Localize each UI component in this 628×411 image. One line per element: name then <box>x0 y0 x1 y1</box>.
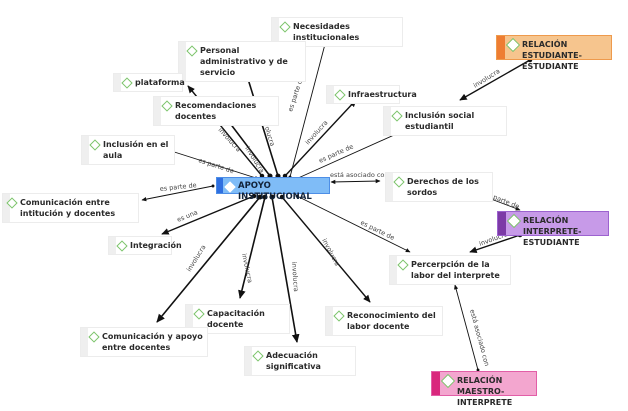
node-label: Recomendaciones docentes <box>175 101 257 121</box>
node-label: Adecuación significativa <box>266 351 321 371</box>
node-infraestructura[interactable]: Infraestructura <box>326 85 417 104</box>
edge-label: involucra <box>185 243 208 273</box>
edge-apoyo-comunicacion_doc[interactable] <box>156 194 263 323</box>
node-relacion-interprete-estudiante[interactable]: RELACIÓN INTERPRETE-ESTUDIANTE <box>497 211 609 247</box>
node-plataforma[interactable]: plataforma <box>113 73 185 92</box>
edge-rel_int_est-percepcion[interactable] <box>469 232 523 254</box>
node-label: Capacitación docente <box>207 309 265 329</box>
node-label: Comunicación entre intitución y docentes <box>20 198 116 218</box>
node-derechos-de-los-sordos[interactable]: Derechos de los sordos <box>385 172 493 202</box>
edge-label: es parte de <box>359 219 396 242</box>
node-inclusion-en-el-aula[interactable]: Inclusión en el aula <box>81 135 175 165</box>
edge-apoyo-percepcion[interactable] <box>295 194 411 253</box>
node-adecuacion-significativa[interactable]: Adecuación significativa <box>244 346 356 376</box>
edge-label: es una <box>176 208 199 224</box>
node-relacion-maestro-interprete[interactable]: RELACIÓN MAESTRO-INTERPRETE <box>431 371 537 407</box>
edge-apoyo-adecuacion[interactable] <box>269 194 300 343</box>
node-inclusion-social-estudiantil[interactable]: Inclusión social estudiantil <box>383 106 507 136</box>
edge-label: involucra <box>243 145 266 175</box>
node-necesidades-institucionales[interactable]: Necesidades institucionales <box>271 17 403 47</box>
edge-label: involucra <box>320 237 341 267</box>
node-percepcion-labor-interprete[interactable]: Percerpción de la labor del interprete <box>389 255 511 285</box>
node-reconocimiento-labor-docente[interactable]: Reconocimiento del labor docente <box>325 306 443 336</box>
node-label: Derechos de los sordos <box>407 177 479 197</box>
node-apoyo-institucional[interactable]: APOYO INSTITUCIONAL <box>216 177 330 202</box>
edge-label: está asociado con <box>468 308 491 367</box>
node-label: Reconocimiento del labor docente <box>347 311 436 331</box>
node-label: Integración <box>130 241 182 250</box>
edge-rel_est_est-inclusion_social[interactable] <box>459 57 533 101</box>
node-recomendaciones-docentes[interactable]: Recomendaciones docentes <box>153 96 279 126</box>
node-label: Comunicación y apoyo entre docentes <box>102 332 203 352</box>
node-label: Percerpción de la labor del interprete <box>411 260 500 280</box>
edge-label: está asociado con <box>330 171 389 179</box>
node-label: APOYO INSTITUCIONAL <box>238 181 312 202</box>
edge-label: es parte de <box>197 156 235 175</box>
node-label: RELACIÓN ESTUDIANTE-ESTUDIANTE <box>522 40 582 71</box>
edge-label: involucra <box>290 262 300 292</box>
edge-label: involucra <box>217 126 243 154</box>
edge-apoyo-derechos[interactable] <box>330 178 381 185</box>
node-comunicacion-apoyo-docentes[interactable]: Comunicación y apoyo entre docentes <box>80 327 208 357</box>
edge-apoyo-capacitacion[interactable] <box>238 194 268 299</box>
node-integracion[interactable]: Integración <box>108 236 182 255</box>
node-label: RELACIÓN INTERPRETE-ESTUDIANTE <box>523 216 582 247</box>
edge-apoyo-inclusion_aula[interactable] <box>167 149 258 180</box>
node-personal-administrativo[interactable]: Personal administrativo y de servicio <box>178 41 306 82</box>
node-label: Necesidades institucionales <box>293 22 360 42</box>
node-label: Inclusión social estudiantil <box>405 111 475 131</box>
node-label: Inclusión en el aula <box>103 140 169 160</box>
edge-label: involucra <box>240 253 254 284</box>
edge-label: es parte de <box>159 181 197 193</box>
node-label: RELACIÓN MAESTRO-INTERPRETE <box>457 376 513 407</box>
edge-apoyo-comunicacion_inst[interactable] <box>141 184 215 202</box>
node-label: Personal administrativo y de servicio <box>200 46 288 77</box>
node-label: Infraestructura <box>348 90 417 99</box>
node-relacion-estudiante-estudiante[interactable]: RELACIÓN ESTUDIANTE-ESTUDIANTE <box>496 35 612 71</box>
node-label: plataforma <box>135 78 185 87</box>
edge-rel_mae_int-percepcion[interactable] <box>454 284 480 372</box>
node-comunicacion-institucion-docentes[interactable]: Comunicación entre intitución y docentes <box>2 193 139 223</box>
